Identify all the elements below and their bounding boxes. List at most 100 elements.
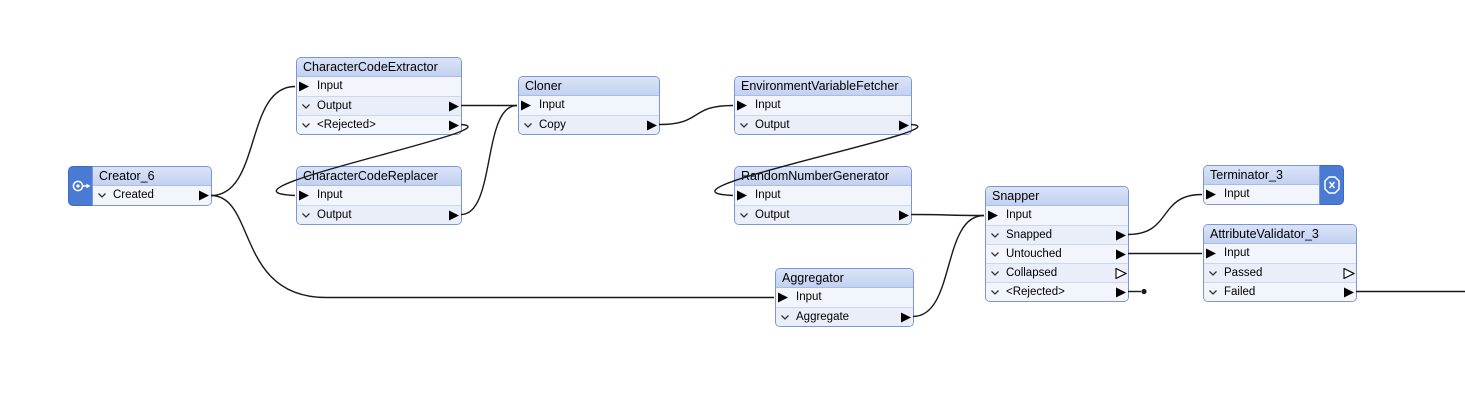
port-row-aggregate[interactable]: Aggregate: [776, 307, 913, 326]
port-row-output[interactable]: Output: [735, 205, 911, 224]
port-label: <Rejected>: [317, 119, 376, 131]
port-row-rejected[interactable]: <Rejected>: [986, 282, 1128, 301]
port-row-input[interactable]: Input: [1204, 244, 1356, 263]
output-port-icon[interactable]: [448, 101, 460, 112]
chevron-down-icon[interactable]: [739, 212, 749, 219]
output-port-icon[interactable]: [900, 312, 912, 323]
chevron-down-icon[interactable]: [97, 192, 107, 199]
port-row-output[interactable]: Output: [297, 96, 461, 115]
port-label: Created: [113, 189, 154, 201]
output-port-icon[interactable]: [1343, 287, 1355, 298]
output-port-icon[interactable]: [646, 120, 658, 131]
chevron-down-icon[interactable]: [739, 122, 749, 129]
chevron-down-icon[interactable]: [1208, 289, 1218, 296]
output-port-icon[interactable]: [448, 210, 460, 221]
port-row-output[interactable]: Output: [297, 205, 461, 224]
node-title: Terminator_3: [1204, 166, 1319, 185]
port-row-failed[interactable]: Failed: [1204, 282, 1356, 301]
port-row-output[interactable]: Output: [735, 115, 911, 134]
input-port-icon[interactable]: [520, 100, 532, 111]
port-row-input[interactable]: Input: [735, 96, 911, 115]
port-label: Copy: [539, 119, 566, 131]
output-port-icon[interactable]: [448, 120, 460, 131]
chevron-down-icon[interactable]: [990, 270, 1000, 277]
port-label: Output: [755, 209, 790, 221]
port-row-input[interactable]: Input: [776, 288, 913, 307]
chevron-down-icon[interactable]: [990, 289, 1000, 296]
output-port-icon[interactable]: [1115, 268, 1127, 279]
output-port-icon[interactable]: [198, 190, 210, 201]
output-port-icon[interactable]: [898, 120, 910, 131]
input-port-icon[interactable]: [1205, 189, 1217, 200]
port-row-collapsed[interactable]: Collapsed: [986, 263, 1128, 282]
node-title: Cloner: [519, 77, 659, 96]
output-port-icon[interactable]: [898, 210, 910, 221]
output-port-icon[interactable]: [1115, 249, 1127, 260]
input-port-icon[interactable]: [736, 100, 748, 111]
chevron-down-icon[interactable]: [1208, 270, 1218, 277]
input-port-icon[interactable]: [298, 190, 310, 201]
chevron-down-icon[interactable]: [523, 122, 533, 129]
input-port-icon[interactable]: [736, 190, 748, 201]
output-port-icon[interactable]: [1115, 287, 1127, 298]
port-label: Output: [755, 119, 790, 131]
chevron-down-icon[interactable]: [990, 251, 1000, 258]
chevron-down-icon[interactable]: [780, 314, 790, 321]
port-row-copy[interactable]: Copy: [519, 115, 659, 134]
port-row-snapped[interactable]: Snapped: [986, 225, 1128, 244]
port-row-input[interactable]: Input: [297, 186, 461, 205]
terminator-icon: [1320, 165, 1344, 205]
output-port-icon[interactable]: [1343, 268, 1355, 279]
port-row-untouched[interactable]: Untouched: [986, 244, 1128, 263]
port-row-input[interactable]: Input: [986, 206, 1128, 225]
node-title: AttributeValidator_3: [1204, 225, 1356, 244]
port-row-created[interactable]: Created: [93, 186, 211, 205]
input-port-icon[interactable]: [987, 210, 999, 221]
port-label: Input: [317, 80, 343, 92]
node-title: Aggregator: [776, 269, 913, 288]
node-title: Snapper: [986, 187, 1128, 206]
node-title: RandomNumberGenerator: [735, 167, 911, 186]
chevron-down-icon[interactable]: [990, 232, 1000, 239]
port-row-passed[interactable]: Passed: [1204, 263, 1356, 282]
input-port-icon[interactable]: [777, 292, 789, 303]
chevron-down-icon[interactable]: [301, 212, 311, 219]
chevron-down-icon[interactable]: [301, 122, 311, 129]
port-label: Collapsed: [1006, 267, 1058, 279]
input-port-icon[interactable]: [1205, 248, 1217, 259]
chevron-down-icon[interactable]: [301, 103, 311, 110]
port-row-input[interactable]: Input: [1204, 185, 1319, 204]
port-row-input[interactable]: Input: [519, 96, 659, 115]
input-port-icon[interactable]: [298, 81, 310, 92]
port-label: Aggregate: [796, 311, 850, 323]
port-label: Output: [317, 209, 352, 221]
node-title: CharacterCodeReplacer: [297, 167, 461, 186]
port-label: Input: [539, 99, 565, 111]
output-port-icon[interactable]: [1115, 230, 1127, 241]
port-row-input[interactable]: Input: [297, 77, 461, 96]
port-row-rejected[interactable]: <Rejected>: [297, 115, 461, 134]
port-row-input[interactable]: Input: [735, 186, 911, 205]
